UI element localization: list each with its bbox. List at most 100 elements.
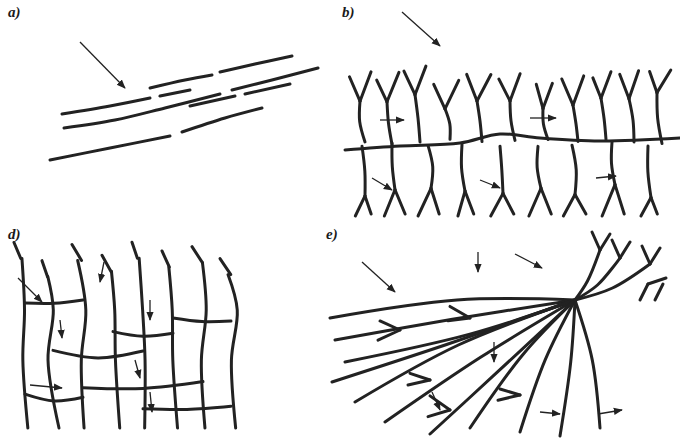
- stream-line: [349, 77, 360, 101]
- stream-line: [355, 196, 365, 216]
- stream-line: [445, 109, 450, 140]
- stream-line: [25, 394, 83, 401]
- stream-line: [575, 195, 586, 214]
- stream-line: [160, 90, 190, 96]
- stream-line: [648, 278, 666, 284]
- stream-line: [380, 321, 400, 330]
- stream-line: [629, 71, 639, 99]
- panel-letter: a): [8, 4, 21, 21]
- stream-line: [182, 108, 262, 132]
- flow-arrow: [540, 412, 560, 414]
- flow-arrow: [100, 262, 104, 282]
- flow-arrow: [150, 392, 152, 412]
- stream-line: [78, 260, 86, 428]
- stream-line: [612, 240, 620, 258]
- stream-line: [620, 74, 629, 98]
- stream-line: [563, 195, 575, 216]
- stream-line: [378, 330, 400, 340]
- stream-line: [53, 350, 143, 358]
- stream-line: [72, 244, 82, 260]
- flow-arrow: [380, 119, 404, 120]
- stream-line: [611, 142, 615, 185]
- panel-letter: b): [342, 4, 355, 21]
- stream-line: [562, 79, 573, 105]
- flow-arrow: [530, 117, 556, 118]
- stream-line: [573, 105, 578, 141]
- stream-line: [245, 84, 290, 94]
- stream-line: [536, 84, 543, 108]
- stream-line: [418, 188, 431, 216]
- stream-line: [415, 95, 420, 142]
- stream-line: [192, 247, 202, 263]
- stream-line: [503, 193, 514, 214]
- stream-line: [467, 74, 477, 101]
- flow-arrow: [402, 12, 440, 46]
- stream-line: [428, 145, 433, 188]
- flow-arrow: [80, 42, 125, 88]
- stream-line: [83, 382, 203, 389]
- stream-line: [642, 246, 650, 264]
- stream-line: [575, 300, 600, 428]
- stream-line: [50, 136, 170, 160]
- stream-line: [560, 300, 575, 436]
- stream-line: [143, 406, 231, 409]
- stream-line: [415, 66, 426, 95]
- stream-line: [42, 261, 48, 277]
- flow-arrow: [18, 278, 42, 302]
- stream-line: [395, 190, 405, 214]
- stream-line: [650, 72, 657, 93]
- stream-line: [491, 193, 503, 216]
- stream-line: [387, 72, 399, 101]
- stream-line: [25, 300, 83, 304]
- stream-line: [593, 78, 601, 98]
- stream-line: [450, 306, 470, 318]
- stream-line: [64, 94, 220, 128]
- stream-line: [362, 146, 365, 196]
- stream-line: [629, 99, 634, 142]
- stream-line: [470, 300, 575, 428]
- stream-line: [14, 242, 21, 258]
- stream-line: [132, 242, 137, 258]
- stream-line: [520, 300, 575, 432]
- stream-line: [498, 395, 520, 400]
- stream-line: [477, 75, 491, 101]
- stream-line: [543, 109, 548, 140]
- stream-line: [431, 188, 439, 214]
- stream-line: [650, 248, 660, 264]
- stream-line: [22, 258, 28, 428]
- flow-arrow: [432, 392, 440, 410]
- stream-line: [602, 185, 615, 216]
- flow-arrow: [372, 178, 392, 190]
- stream-line: [111, 271, 119, 428]
- stream-line: [387, 102, 392, 144]
- flow-arrow: [598, 410, 622, 414]
- stream-line: [600, 234, 610, 250]
- flow-arrow: [477, 252, 478, 272]
- stream-line: [499, 79, 510, 101]
- stream-line: [220, 56, 292, 72]
- stream-line: [430, 396, 450, 410]
- panel-letter: d): [8, 226, 21, 243]
- flow-arrow: [480, 180, 500, 188]
- flow-arrow: [493, 342, 494, 362]
- stream-line: [573, 76, 584, 105]
- stream-line: [190, 96, 235, 106]
- stream-line: [477, 101, 482, 142]
- stream-line: [355, 300, 575, 402]
- stream-line: [655, 284, 663, 300]
- stream-line: [377, 80, 387, 102]
- stream-line: [428, 410, 450, 417]
- flow-arrow: [149, 300, 150, 320]
- stream-line: [465, 191, 474, 214]
- stream-line: [461, 145, 465, 192]
- flow-arrow: [60, 320, 62, 338]
- stream-line: [169, 267, 178, 428]
- panel-letter: e): [326, 226, 338, 243]
- stream-line: [404, 71, 415, 95]
- flow-arrow: [30, 385, 62, 388]
- stream-line: [458, 191, 465, 216]
- stream-line: [615, 185, 624, 214]
- stream-line: [575, 250, 600, 300]
- stream-line: [162, 251, 169, 267]
